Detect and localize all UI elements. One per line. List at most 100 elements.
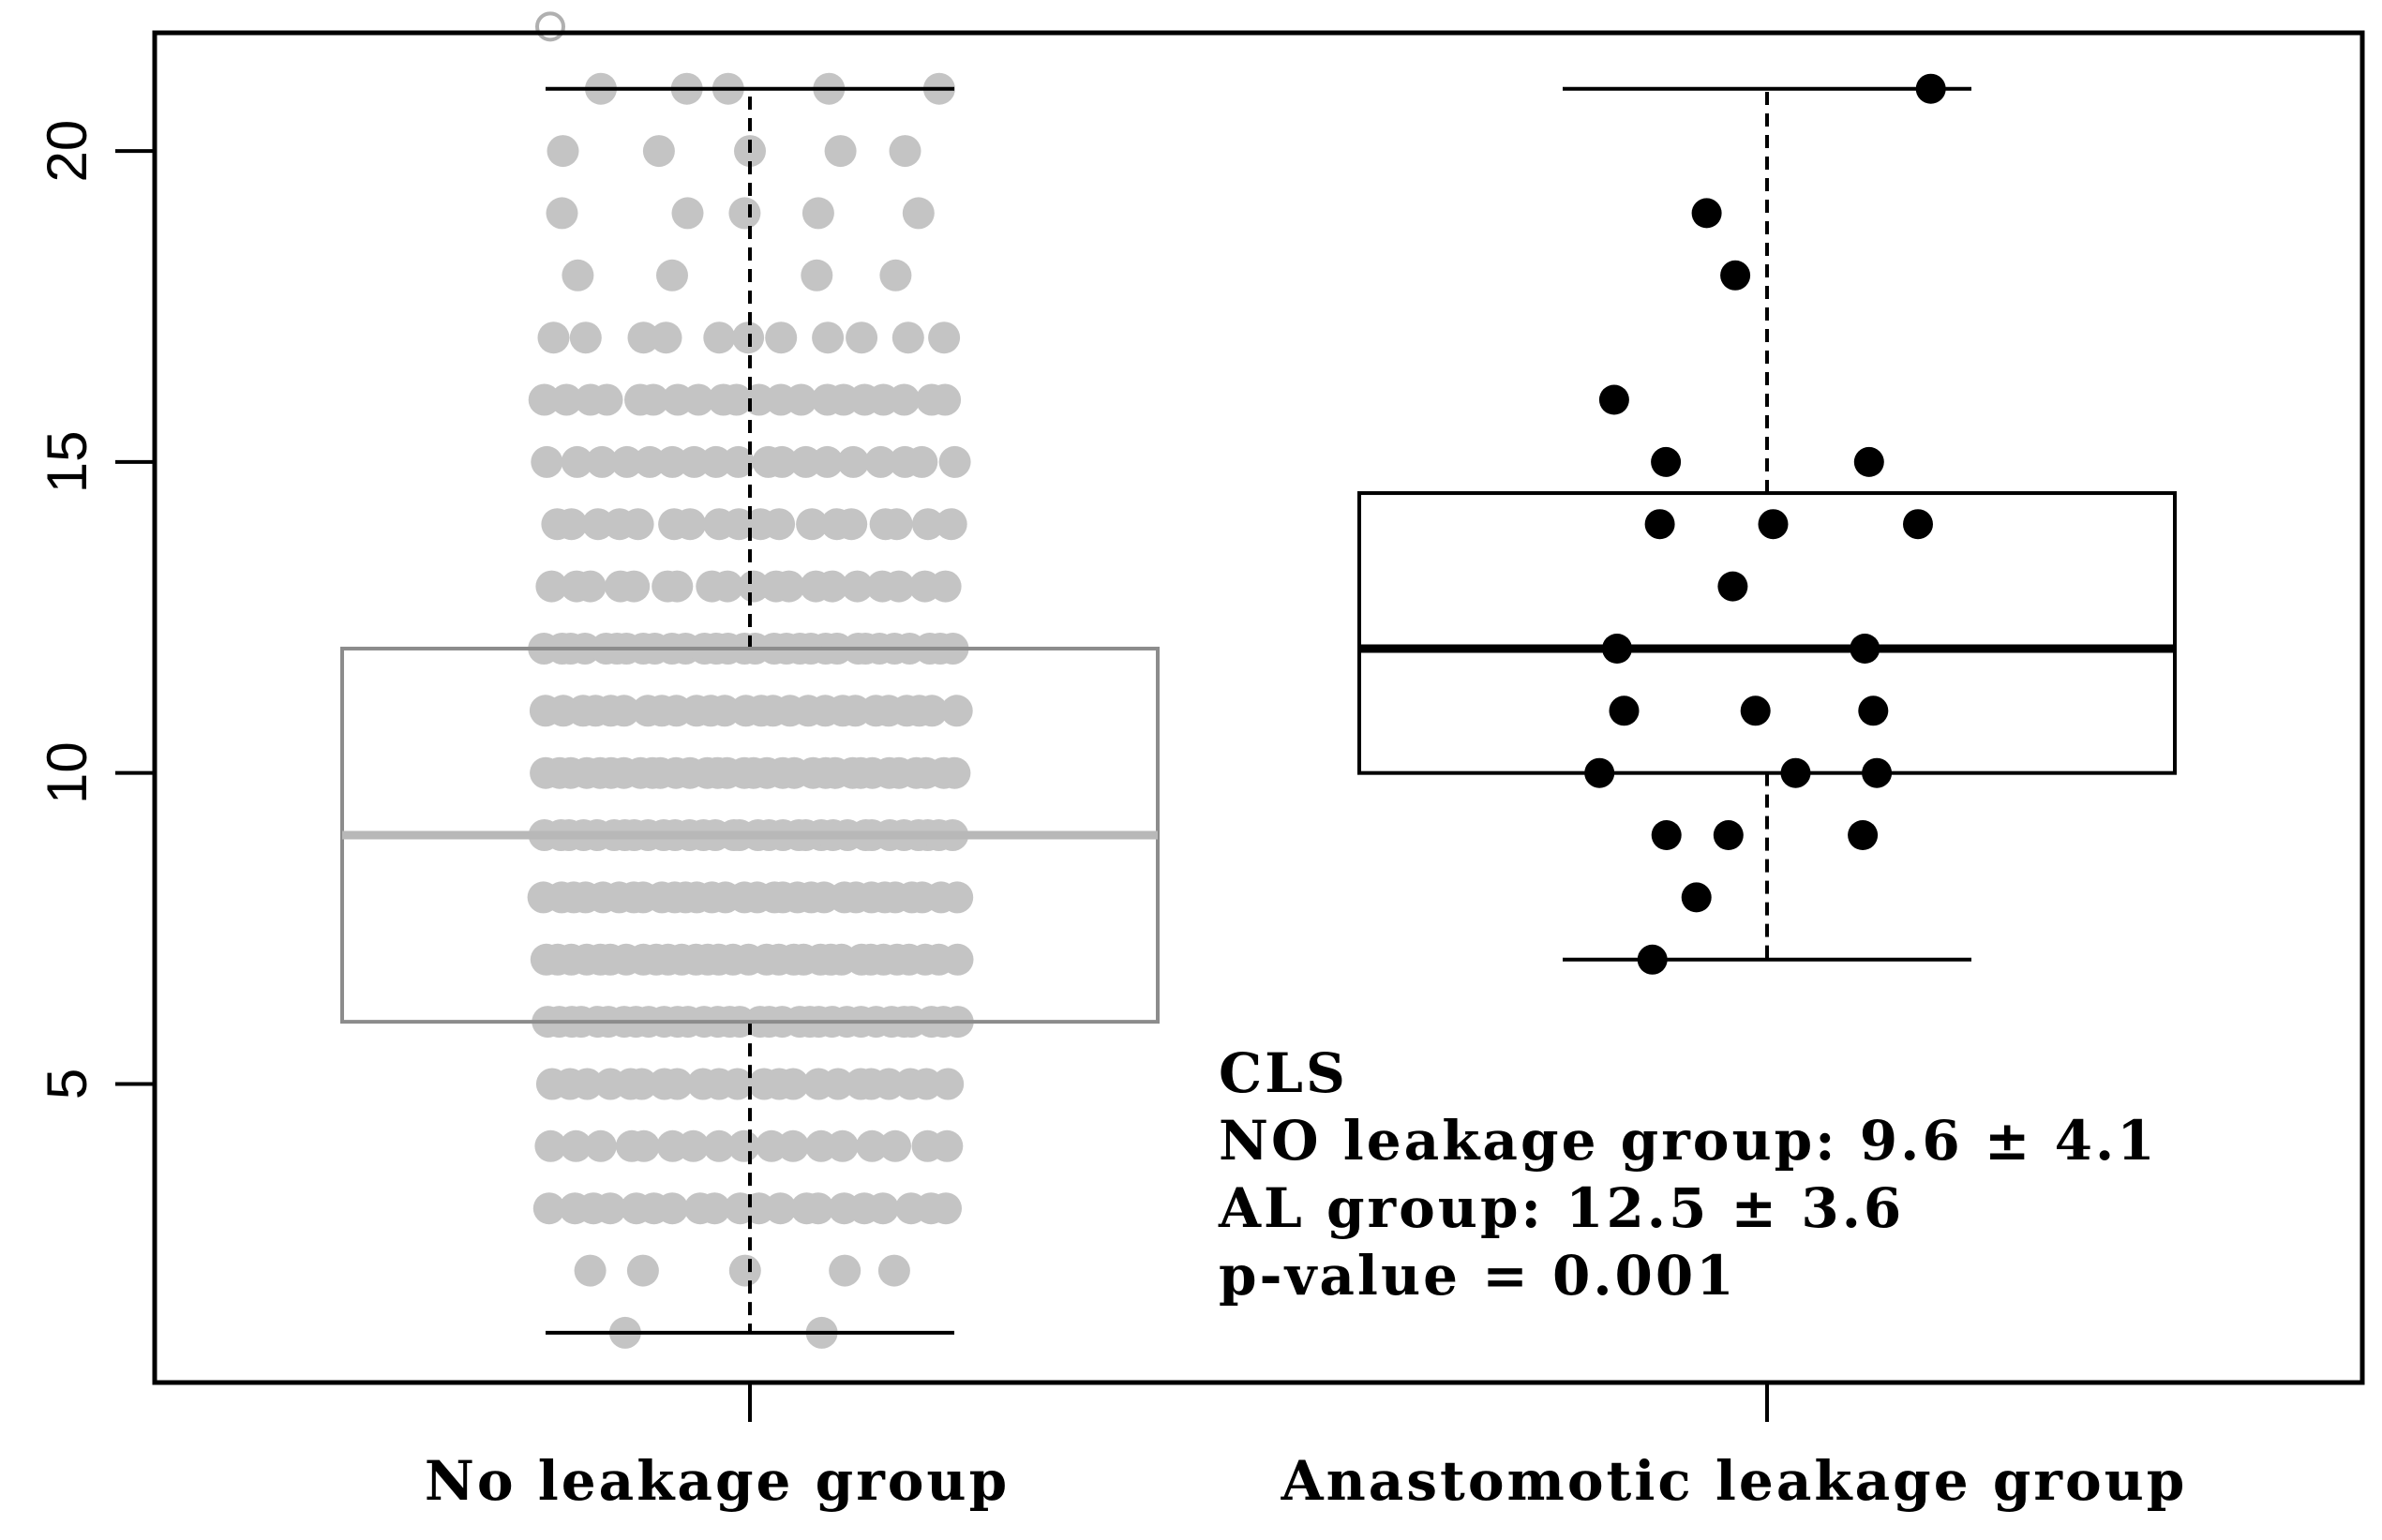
x-tick-label: No leakage group	[425, 1449, 1010, 1513]
data-point	[902, 197, 935, 230]
data-point	[562, 259, 594, 292]
data-point	[763, 508, 796, 541]
data-point	[712, 570, 744, 603]
data-point	[930, 1192, 962, 1225]
data-point	[625, 1068, 658, 1100]
data-point	[656, 445, 689, 478]
data-point	[796, 508, 829, 541]
outlier-point	[535, 11, 565, 42]
data-point	[822, 1068, 854, 1100]
data-point	[916, 695, 949, 727]
data-point	[738, 570, 770, 603]
data-point	[1758, 509, 1789, 540]
data-point	[864, 445, 897, 478]
data-point	[537, 321, 570, 354]
data-point	[627, 1129, 660, 1162]
data-point	[591, 383, 623, 416]
data-point	[841, 570, 874, 603]
data-point	[703, 1129, 736, 1162]
data-point	[826, 1129, 859, 1162]
data-point	[574, 1254, 607, 1287]
data-point	[622, 508, 654, 541]
data-point	[906, 445, 938, 478]
data-point	[1651, 820, 1682, 850]
data-point	[1853, 446, 1884, 477]
data-point	[610, 445, 643, 478]
data-point	[528, 383, 561, 416]
data-point	[656, 259, 688, 292]
data-point	[888, 383, 921, 416]
data-point	[877, 1254, 910, 1287]
data-point	[727, 1129, 760, 1162]
data-point	[574, 570, 607, 603]
data-point	[571, 1068, 604, 1100]
data-point	[829, 1254, 861, 1287]
data-point	[627, 321, 660, 354]
data-point	[535, 570, 568, 603]
data-point	[938, 756, 971, 789]
data-point	[728, 1254, 761, 1287]
data-point	[846, 321, 878, 354]
data-point	[1858, 695, 1889, 726]
data-point	[837, 445, 870, 478]
data-point	[777, 1129, 809, 1162]
data-point	[1651, 446, 1682, 477]
data-point	[584, 1129, 617, 1162]
data-point	[835, 508, 868, 541]
data-point	[766, 445, 799, 478]
y-tick-label: 15	[36, 431, 98, 494]
data-point	[889, 135, 921, 168]
data-point	[1691, 198, 1722, 229]
data-point	[1848, 820, 1879, 850]
data-point	[879, 259, 912, 292]
data-point	[772, 570, 805, 603]
data-point	[777, 1068, 810, 1100]
data-point	[532, 1192, 565, 1225]
data-point	[682, 383, 715, 416]
data-point	[882, 570, 915, 603]
data-point	[531, 445, 563, 478]
annotation-line: NO leakage group: 9.6 ± 4.1	[1219, 1109, 2158, 1173]
data-point	[911, 508, 944, 541]
annotation-line: p-value = 0.001	[1219, 1244, 1737, 1308]
data-point	[1644, 509, 1675, 540]
data-point	[801, 1192, 834, 1225]
data-point	[618, 570, 651, 603]
data-point	[928, 321, 961, 354]
data-point	[626, 1254, 659, 1287]
data-point	[1717, 571, 1748, 602]
axes: No leakage group Anastomotic leakage grou…	[36, 120, 2188, 1513]
data-point	[929, 383, 962, 416]
annotation-line: CLS	[1219, 1041, 1348, 1105]
data-point	[1720, 260, 1751, 291]
data-point	[560, 1129, 592, 1162]
data-point	[546, 197, 578, 230]
data-point	[1609, 695, 1640, 726]
data-point	[801, 259, 833, 292]
data-point	[678, 445, 711, 478]
data-point	[1598, 384, 1629, 415]
data-point	[1681, 882, 1712, 913]
data-point	[722, 445, 755, 478]
data-point	[547, 135, 579, 168]
data-point	[699, 445, 732, 478]
data-point	[940, 695, 973, 727]
data-point	[650, 321, 682, 354]
plot-frame	[152, 30, 2365, 1385]
data-point	[674, 508, 707, 541]
data-point	[671, 197, 704, 230]
data-point	[720, 383, 753, 416]
box-group-1	[1357, 73, 2177, 975]
data-point	[856, 1129, 889, 1162]
box-group-0	[340, 11, 1160, 1349]
data-point	[1713, 820, 1744, 850]
data-point	[879, 1129, 911, 1162]
x-tick-label: Anastomotic leakage group	[1281, 1449, 2188, 1513]
chart-marks	[340, 11, 2177, 1349]
data-point	[816, 570, 848, 603]
data-point	[607, 695, 640, 727]
data-point	[941, 943, 974, 976]
data-point	[929, 570, 962, 603]
data-point	[561, 445, 593, 478]
